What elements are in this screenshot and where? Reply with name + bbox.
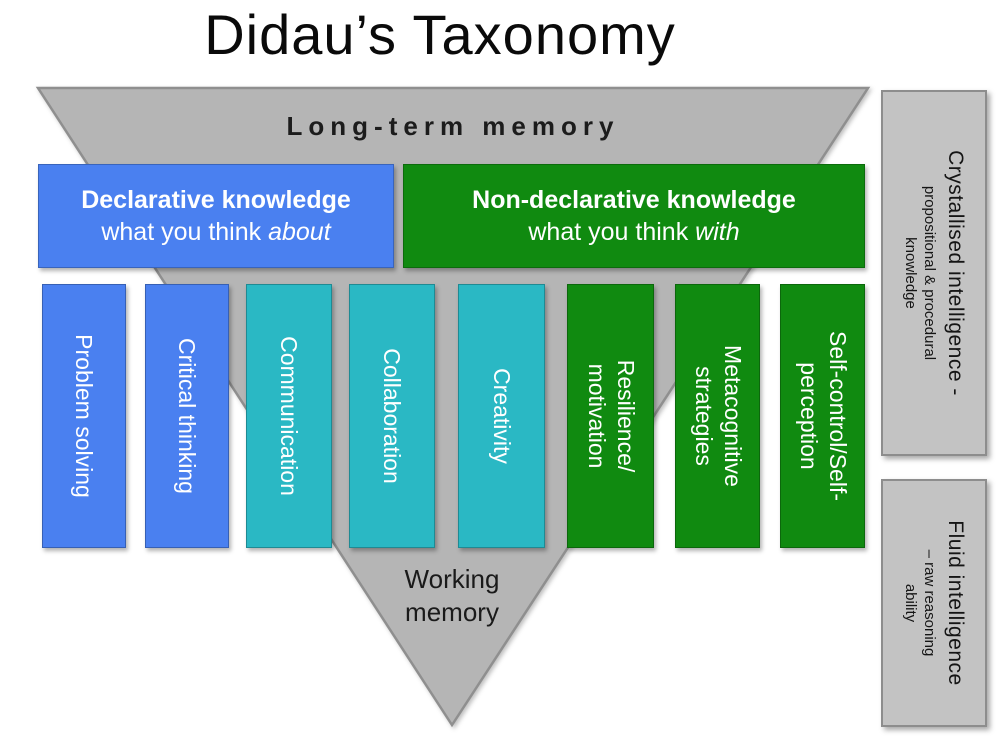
panel-subtext: – raw reasoning xyxy=(921,549,939,657)
bar-label: Critical thinking xyxy=(174,338,201,494)
panel-subtext: ability xyxy=(902,583,919,623)
panel-heading: Crystallised intelligence - xyxy=(944,150,968,396)
declarative-knowledge-title: Declarative knowledge xyxy=(81,186,351,214)
panel-text: Crystallised intelligence - propositiona… xyxy=(886,98,982,448)
non-declarative-knowledge-box: Non-declarative knowledge what you think… xyxy=(403,164,865,268)
bar-problem-solving: Problem solving xyxy=(42,284,126,548)
declarative-knowledge-subtitle: what you think about xyxy=(101,216,330,248)
panel-fluid-intelligence: Fluid intelligence – raw reasoning abili… xyxy=(881,479,987,727)
declarative-knowledge-box: Declarative knowledge what you think abo… xyxy=(38,164,394,268)
page-title: Didau’s Taxonomy xyxy=(204,3,676,66)
working-memory-label: Working memory xyxy=(404,564,500,627)
bar-label: Self-control/Self-perception xyxy=(795,330,851,501)
subtitle-text: what you think xyxy=(528,218,696,246)
bar-label: Collaboration xyxy=(379,348,406,484)
subtitle-italic-word: about xyxy=(268,218,331,246)
panel-subtext: propositional & procedural xyxy=(921,185,939,361)
bar-self-control-self-perception: Self-control/Self-perception xyxy=(780,284,865,548)
panel-text: Fluid intelligence – raw reasoning abili… xyxy=(886,487,982,719)
bar-label: Creativity xyxy=(488,368,515,464)
panel-crystallised-intelligence: Crystallised intelligence - propositiona… xyxy=(881,90,987,456)
bar-creativity: Creativity xyxy=(458,284,545,548)
bar-label: Communication xyxy=(276,336,303,496)
non-declarative-knowledge-subtitle: what you think with xyxy=(528,216,739,248)
bar-label: Resilience/motivation xyxy=(583,359,639,473)
non-declarative-knowledge-title: Non-declarative knowledge xyxy=(472,186,796,214)
bar-label: Problem solving xyxy=(71,334,98,498)
bar-communication: Communication xyxy=(246,284,332,548)
panel-heading: Fluid intelligence xyxy=(944,520,968,686)
bar-critical-thinking: Critical thinking xyxy=(145,284,229,548)
bar-collaboration: Collaboration xyxy=(349,284,435,548)
panel-subtext: knowledge xyxy=(902,237,919,309)
subtitle-text: what you think xyxy=(101,218,269,246)
subtitle-italic-word: with xyxy=(695,218,740,246)
long-term-memory-label: Long-term memory xyxy=(286,111,620,141)
bar-resilience-motivation: Resilience/motivation xyxy=(567,284,654,548)
